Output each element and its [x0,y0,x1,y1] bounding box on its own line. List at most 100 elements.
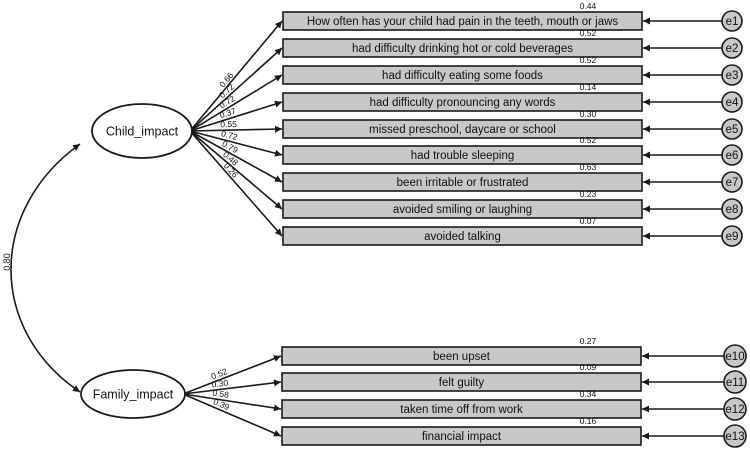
indicator-label: taken time off from work [400,404,523,416]
indicator-label: How often has your child had pain in the… [307,16,619,28]
latent-family-label: Family_impact [93,388,174,402]
indicator-e5: missed preschool, daycare or school 0.30 e… [282,109,743,140]
indicator-box [281,372,642,392]
error-circle [721,144,743,166]
error-label: e11 [726,377,744,389]
r2-label: 0.23 [580,189,597,199]
error-label: e4 [726,97,739,109]
error-circle [721,198,743,220]
indicator-box [282,11,643,31]
indicator-e8: avoided smiling or laughing 0.23 e8 [282,189,743,220]
indicator-label: felt guilty [439,377,485,389]
error-circle [723,370,747,394]
error-circle [721,118,743,140]
error-label: e2 [726,43,739,55]
indicator-label: avoided talking [424,231,501,243]
error-circle [721,225,743,247]
indicator-box [281,426,642,446]
indicator-box [282,92,643,112]
loading-path [189,47,283,132]
indicator-box [282,38,643,58]
loading-path [189,130,283,237]
indicator-label: financial impact [422,431,502,443]
error-label: e12 [725,404,744,416]
indicator-e1: How often has your child had pain in the… [282,1,743,32]
indicator-box [282,119,643,139]
error-label: e6 [726,150,739,162]
loading-label: 0.30 [211,377,229,389]
loading-path [182,393,282,437]
indicator-label: been irritable or frustrated [397,177,529,189]
loading-label: 0.72 [220,128,239,142]
loading-label: 0.37 [218,106,237,121]
loading-path [189,130,283,210]
latent-family-ellipse [80,369,186,419]
loading-path [189,20,283,132]
latent-child-label: Child_impact [106,125,179,139]
indicator-label: had difficulty pronouncing any words [370,97,556,109]
indicator-e12: taken time off from work 0.34 e12 [281,389,747,421]
r2-label: 0.30 [580,109,597,119]
r2-label: 0.52 [580,28,597,38]
indicator-box [282,65,643,85]
error-circle [721,37,743,59]
correlation-path [10,143,81,393]
indicator-label: been upset [433,351,491,363]
r2-label: 0.52 [580,135,597,145]
error-circle [721,171,743,193]
r2-label: 0.34 [580,389,597,399]
loading-path [189,100,283,132]
loading-path [189,125,283,133]
error-label: e9 [726,231,739,243]
error-label: e8 [726,204,739,216]
r2-label: 0.63 [580,162,597,172]
r2-label: 0.16 [580,416,597,426]
indicator-e6: had trouble sleeping 0.52 e6 [282,135,743,166]
r2-label: 0.27 [580,336,597,346]
error-label: e1 [726,16,739,28]
loading-label: 0.26 [222,161,241,180]
loading-paths: 0.660.720.720.370.550.720.790.480.260.52… [182,20,283,437]
indicator-label: avoided smiling or laughing [393,204,532,216]
indicator-e10: been upset 0.27 e10 [281,336,747,368]
indicator-e11: felt guilty 0.09 e11 [281,362,747,394]
error-circle [723,424,747,448]
error-circle [721,64,743,86]
loading-path [189,130,283,157]
r2-label: 0.07 [580,216,597,226]
indicator-e4: had difficulty pronouncing any words 0.14… [282,82,743,113]
latent-family-impact: Family_impact [80,369,186,419]
error-label: e10 [725,351,744,363]
indicator-e2: had difficulty drinking hot or cold beve… [282,28,743,59]
error-circle [723,344,747,368]
indicator-box [282,226,643,246]
correlation-label: 0.80 [2,253,12,271]
indicator-boxes: How often has your child had pain in the… [281,1,747,448]
loading-path [189,130,283,183]
r2-label: 0.44 [580,1,597,11]
loading-path [182,393,282,412]
indicator-e7: been irritable or frustrated 0.63 e7 [282,162,743,193]
indicator-box [282,199,643,219]
error-label: e7 [726,177,739,189]
error-label: e5 [726,124,739,136]
indicator-label: had difficulty eating some foods [382,70,543,82]
latent-child-ellipse [91,103,193,159]
indicator-box [281,399,642,419]
indicator-box [282,145,643,165]
loading-path [182,355,282,395]
indicator-e9: avoided talking 0.07 e9 [282,216,743,247]
r2-label: 0.14 [580,82,597,92]
r2-label: 0.09 [580,362,597,372]
loading-label: 0.55 [220,119,237,129]
indicator-label: had trouble sleeping [411,150,515,162]
indicator-label: missed preschool, daycare or school [369,124,556,136]
indicator-label: had difficulty drinking hot or cold beve… [352,43,573,55]
error-label: e3 [726,70,739,82]
loading-label: 0.58 [212,388,230,400]
loading-path [182,379,282,395]
error-circle [721,10,743,32]
